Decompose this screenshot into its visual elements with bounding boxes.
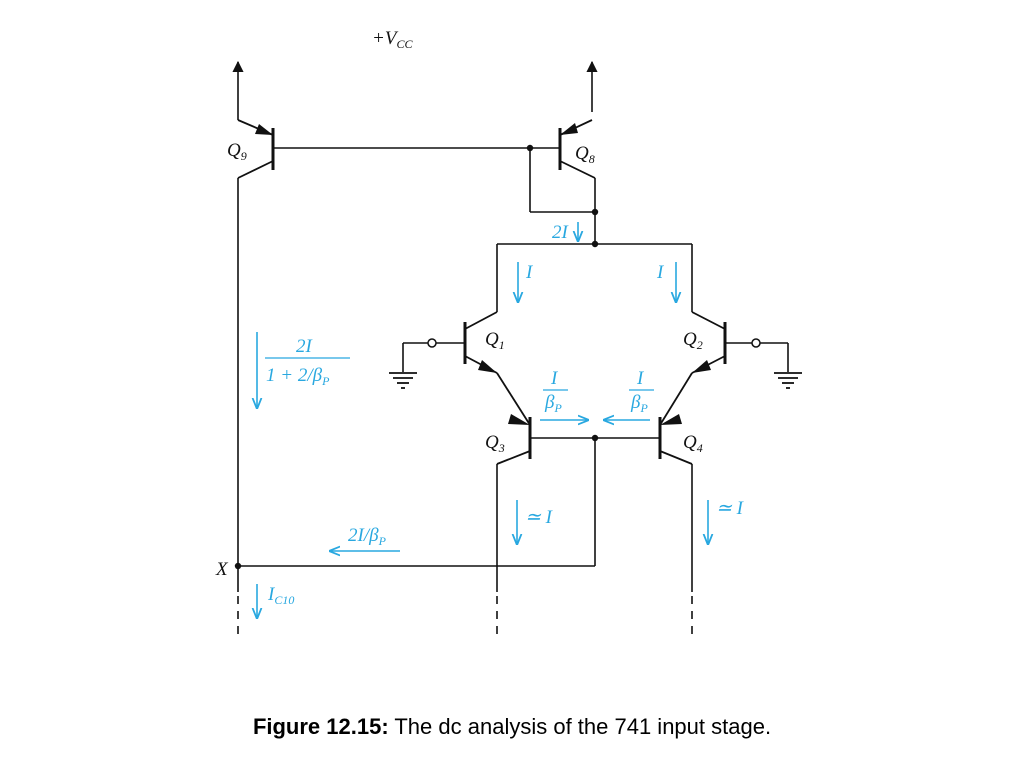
transistor-q3 — [496, 414, 532, 465]
node-x-dot — [234, 562, 242, 570]
label-q2: Q2 — [683, 329, 703, 352]
base-current-left-num: I — [550, 368, 559, 389]
label-q4: Q4 — [683, 432, 703, 455]
base-current-right-den: βP — [630, 392, 648, 415]
caption-text: The dc analysis of the 741 input stage. — [388, 714, 772, 739]
base-current-left-den: βP — [544, 392, 562, 415]
input-terminals — [427, 338, 761, 348]
label-q3: Q3 — [485, 432, 505, 455]
base-current-right-num: I — [636, 368, 645, 389]
label-q8: Q8 — [575, 143, 595, 166]
q9-current-denominator: 1 + 2/βP — [266, 365, 330, 388]
label-q1: Q1 — [485, 329, 505, 352]
transistor-q4 — [658, 414, 693, 465]
current-arrows — [257, 222, 708, 618]
ground-left-icon — [389, 372, 417, 389]
q2-input-terminal — [751, 338, 761, 348]
current-2i-label: 2I — [552, 222, 570, 243]
ground-right-icon — [774, 372, 802, 389]
approx-i-left-label: ≃ I — [525, 507, 554, 528]
transistor-q9 — [237, 119, 275, 179]
supply-label: +VCC — [372, 28, 413, 51]
ic10-label: IC10 — [267, 584, 294, 607]
feedback-current-label: 2I/βP — [348, 525, 387, 548]
q9-current-numerator: 2I — [296, 336, 314, 357]
wires — [232, 60, 789, 636]
approx-i-right-label: ≃ I — [716, 498, 745, 519]
node-x-label: X — [215, 559, 229, 580]
figure-caption: Figure 12.15: The dc analysis of the 741… — [0, 714, 1024, 740]
q1-input-terminal — [427, 338, 437, 348]
junctions — [234, 144, 599, 570]
current-i-right-label: I — [656, 262, 665, 283]
transistor-q2 — [659, 311, 727, 426]
caption-number: Figure 12.15: — [252, 714, 389, 739]
current-i-left-label: I — [525, 262, 534, 283]
label-q9: Q9 — [227, 140, 247, 163]
transistor-q8 — [558, 119, 596, 179]
transistor-q1 — [463, 311, 531, 426]
